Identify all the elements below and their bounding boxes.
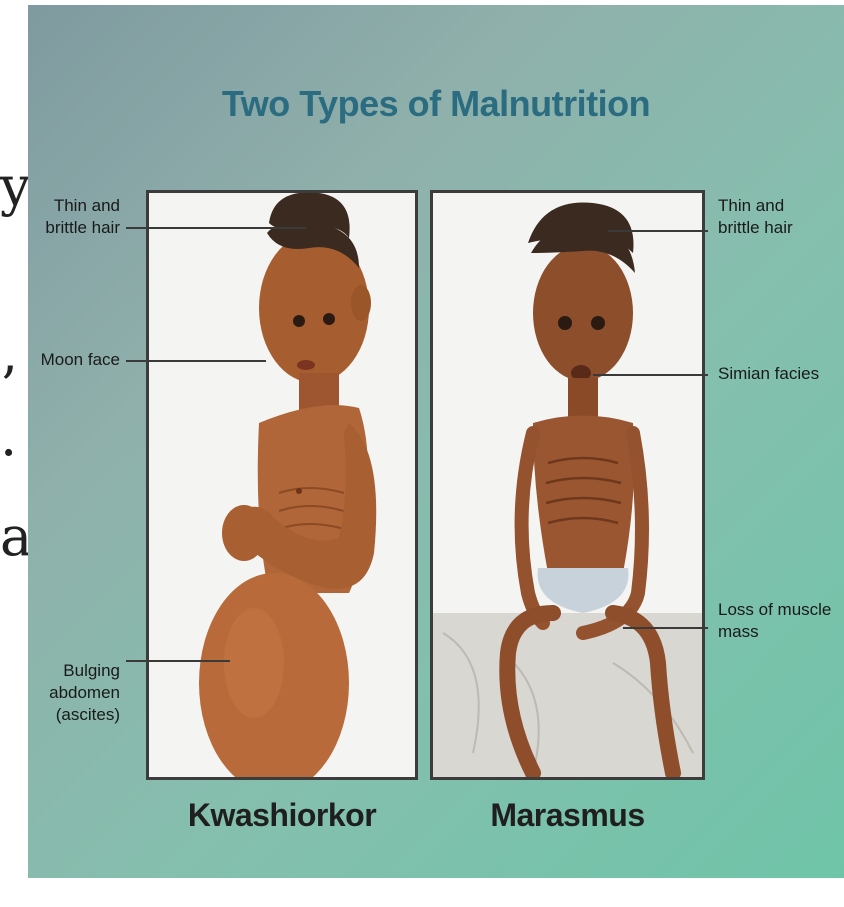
leader-line: [126, 227, 306, 229]
kwashiorkor-child-illustration: [149, 193, 418, 780]
leader-line: [126, 360, 266, 362]
caption-marasmus: Marasmus: [430, 797, 705, 834]
marasmus-child-illustration: [433, 193, 705, 780]
leader-line: [608, 230, 708, 232]
leader-line: [126, 660, 230, 662]
label-simian-facies: Simian facies: [718, 363, 838, 385]
leader-line: [593, 374, 708, 376]
infographic: Two Types of Malnutrition: [28, 5, 844, 878]
side-text-fragment: .: [0, 410, 17, 464]
infographic-title: Two Types of Malnutrition: [28, 83, 844, 125]
marasmus-panel: [430, 190, 705, 780]
label-moon-face: Moon face: [28, 349, 120, 371]
label-thin-brittle-hair-right: Thin and brittle hair: [718, 195, 838, 239]
side-text-fragment: y: [0, 160, 31, 214]
kwashiorkor-panel: [146, 190, 418, 780]
caption-kwashiorkor: Kwashiorkor: [146, 797, 418, 834]
label-loss-of-muscle-mass: Loss of muscle mass: [718, 599, 842, 643]
leader-line: [623, 627, 708, 629]
label-thin-brittle-hair-left: Thin and brittle hair: [28, 195, 120, 239]
label-bulging-abdomen: Bulging abdomen (ascites): [28, 660, 120, 726]
